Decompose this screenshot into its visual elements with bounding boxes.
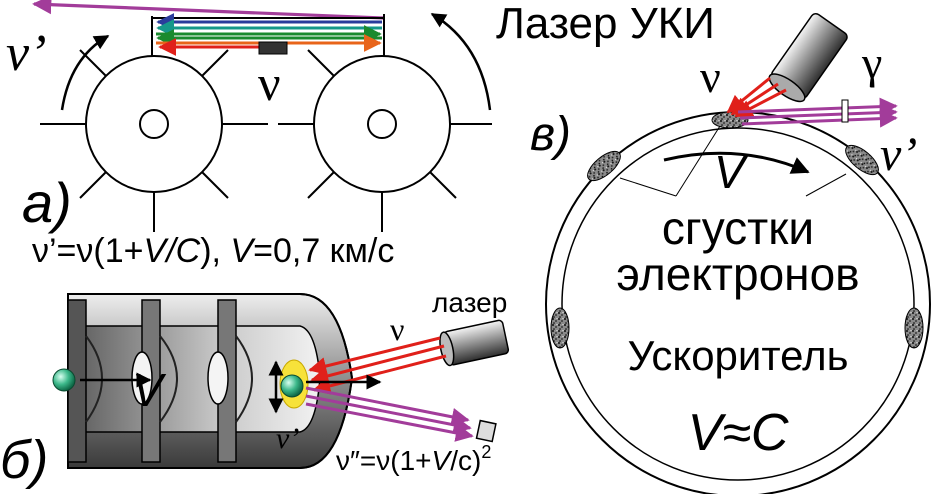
laser-title-c: Лазер УКИ [496,0,715,48]
electron-left [52,368,76,392]
bunch-right-upper [845,144,879,176]
label-V-c: V [714,146,749,198]
label-nu-prime-b: ν’ [276,422,299,455]
beam-purple-b1 [305,386,470,426]
label-bunches-2: электронов [616,248,859,300]
beam-nu-prime-long [32,0,385,20]
label-nu-a: ν [258,55,281,111]
beam-purple-c3 [741,109,898,128]
label-V-b: V [132,364,167,416]
beam-red-b2 [310,344,445,385]
label-bunches-1: сгустки [662,202,814,254]
label-accelerator: Ускоритель [627,332,848,379]
filter-c [841,99,849,123]
beam-purple-c1 [737,97,898,116]
label-v-approx-c: V≈C [688,404,789,462]
label-nu-prime-a: ν’ [6,25,46,82]
panel-b: лазер ν V ν’ б) ν″=ν(1+V/c)2 [0,287,510,490]
rotor-left [40,49,268,232]
beam-red-b3 [312,354,447,395]
beam-purple-b2 [305,394,472,434]
panel-c-label: в) [530,108,571,161]
label-nu-prime-c: ν’ [880,128,917,181]
rotor-right [278,49,492,232]
laser-source-small [258,41,288,55]
laser-uki [768,12,848,103]
rf-cavity [67,293,354,469]
formula-a: ν’=ν(1+V/C), V=0,7 км/с [32,232,394,270]
bunch-left-lower [550,307,570,349]
formula-b: ν″=ν(1+V/c)2 [336,442,491,476]
rotation-arrow-right [430,12,492,111]
label-nu-b: ν [390,311,404,347]
beam-red-b1 [308,336,441,375]
electron-right [280,374,304,398]
laser-b [439,319,510,367]
panel-a-label: а) [22,171,72,234]
bunch-right-lower [904,307,924,349]
panel-b-label: б) [0,430,48,490]
accelerator-ring-inner [561,127,915,481]
laser-label-b: лазер [432,287,507,318]
detector-b [475,419,497,443]
beam-purple-c2 [739,103,898,122]
panel-c: Лазер УКИ ν γ ν’ в) V сгустки электронов… [496,0,931,494]
label-nu-c: ν [700,51,721,102]
bunch-top [711,111,749,129]
beam-purple-b3 [305,402,474,442]
label-gamma-c: γ [861,37,882,88]
rotation-arrow-left [60,34,110,111]
panel-a: ν’ ν а) ν’=ν(1+V/C), V=0,7 км/с [6,0,492,270]
ring-direction-arrow [663,151,810,174]
bunch-left-upper [587,150,621,182]
